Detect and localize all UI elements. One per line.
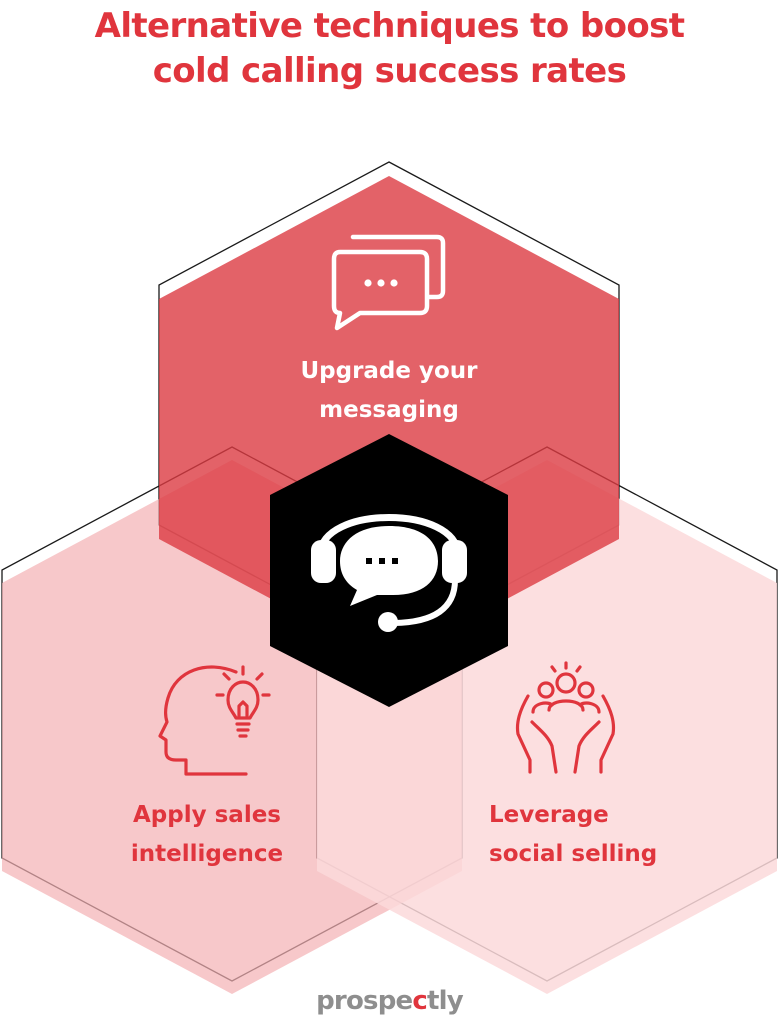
brand-prefix: prospe: [316, 986, 413, 1016]
page-title: Alternative techniques to boost cold cal…: [0, 4, 779, 94]
right-hexagon-label-line-2: social selling: [489, 841, 657, 867]
hands-people-icon: [515, 661, 616, 774]
top-hexagon-label-line-2: messaging: [319, 397, 459, 423]
left-hexagon-label-line-1: Apply sales: [133, 802, 281, 828]
top-hexagon-label-line-1: Upgrade your: [300, 358, 478, 384]
chat-bubbles-icon: [331, 234, 446, 331]
title-line-2: cold calling success rates: [152, 51, 627, 91]
right-hexagon-label-line-1: Leverage: [489, 802, 609, 828]
brand-logo: prospectly: [0, 986, 779, 1016]
headset-chat-icon: [311, 514, 467, 632]
left-hexagon-label-line-2: intelligence: [131, 841, 283, 867]
brand-suffix: tly: [426, 986, 464, 1016]
title-line-1: Alternative techniques to boost: [94, 6, 685, 46]
head-lightbulb-icon: [158, 665, 271, 776]
brand-accent: c: [412, 986, 427, 1016]
